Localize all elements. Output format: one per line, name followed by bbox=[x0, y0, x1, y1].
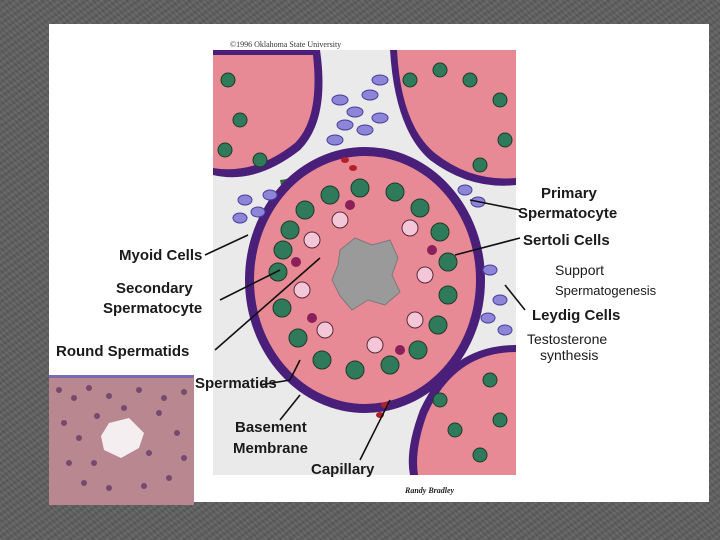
label-membrane: Membrane bbox=[233, 440, 308, 458]
label-capillary: Capillary bbox=[311, 461, 374, 479]
label-support: Support bbox=[555, 262, 604, 278]
label-spermatids: Spermatids bbox=[195, 375, 277, 393]
label-myoid-cells: Myoid Cells bbox=[119, 247, 202, 265]
label-round-spermatids: Round Spermatids bbox=[56, 343, 189, 361]
histology-micrograph bbox=[49, 375, 194, 505]
label-leydig-cells: Leydig Cells bbox=[532, 307, 620, 325]
central-seminiferous-tubule bbox=[245, 147, 485, 413]
artist-signature: Randy Bradley bbox=[405, 486, 454, 495]
label-primary: Primary bbox=[541, 185, 597, 203]
copyright-text: ©1996 Oklahoma State University bbox=[230, 40, 341, 49]
label-secondary: Secondary bbox=[116, 280, 193, 298]
label-sertoli-cells: Sertoli Cells bbox=[523, 232, 610, 250]
label-secondary-spermatocyte: Spermatocyte bbox=[103, 300, 202, 318]
label-basement: Basement bbox=[235, 419, 307, 437]
label-testosterone: Testosterone bbox=[527, 331, 607, 347]
label-primary-spermatocyte: Spermatocyte bbox=[518, 205, 617, 223]
label-spermatogenesis: Spermatogenesis bbox=[555, 283, 656, 299]
label-synthesis: synthesis bbox=[540, 347, 598, 363]
